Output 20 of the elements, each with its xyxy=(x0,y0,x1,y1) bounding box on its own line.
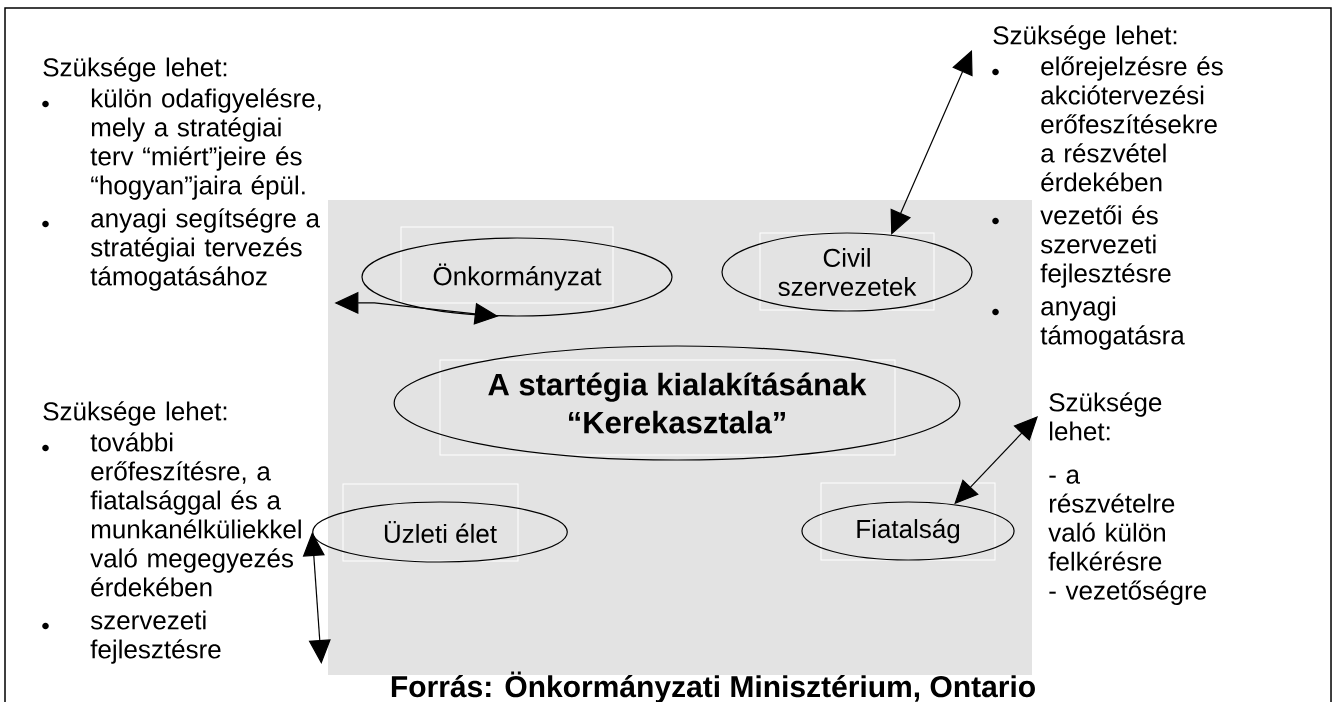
ellipse-node: Önkormányzat xyxy=(361,226,673,317)
note-heading: Szüksége lehet: xyxy=(43,57,227,82)
note-text xyxy=(42,57,321,291)
list-item: - a részvételre való külön felkérésre xyxy=(1048,469,1175,571)
note-text xyxy=(42,401,301,664)
list-item: anyagi támogatásra xyxy=(992,296,1185,350)
note-text xyxy=(992,25,1223,350)
ellipse-node: Üzleti élet xyxy=(312,483,568,563)
note-heading: Szüksége lehet: xyxy=(1049,392,1162,441)
list-item: külön odafigyelésre, mely a stratégiai terv “miért”jeire és “hogyan”jaira épül. xyxy=(42,88,321,200)
arrow xyxy=(302,532,331,664)
list-item: szervezeti fejlesztésre xyxy=(42,610,221,664)
ellipse-node: A startégia kialakításának “Kerekasztala” xyxy=(393,345,961,461)
ellipse-node: Civil szervezetek xyxy=(721,232,973,312)
note-heading: Szüksége lehet: xyxy=(43,401,227,426)
list-item: - vezetőségre xyxy=(1049,580,1206,605)
arrow xyxy=(890,50,973,235)
list-item: anyagi segítségre a stratégiai tervezés támogatásához xyxy=(42,208,320,291)
note-heading: Szüksége lehet: xyxy=(993,25,1177,50)
ellipse-node: Fiatalság xyxy=(801,482,1015,561)
